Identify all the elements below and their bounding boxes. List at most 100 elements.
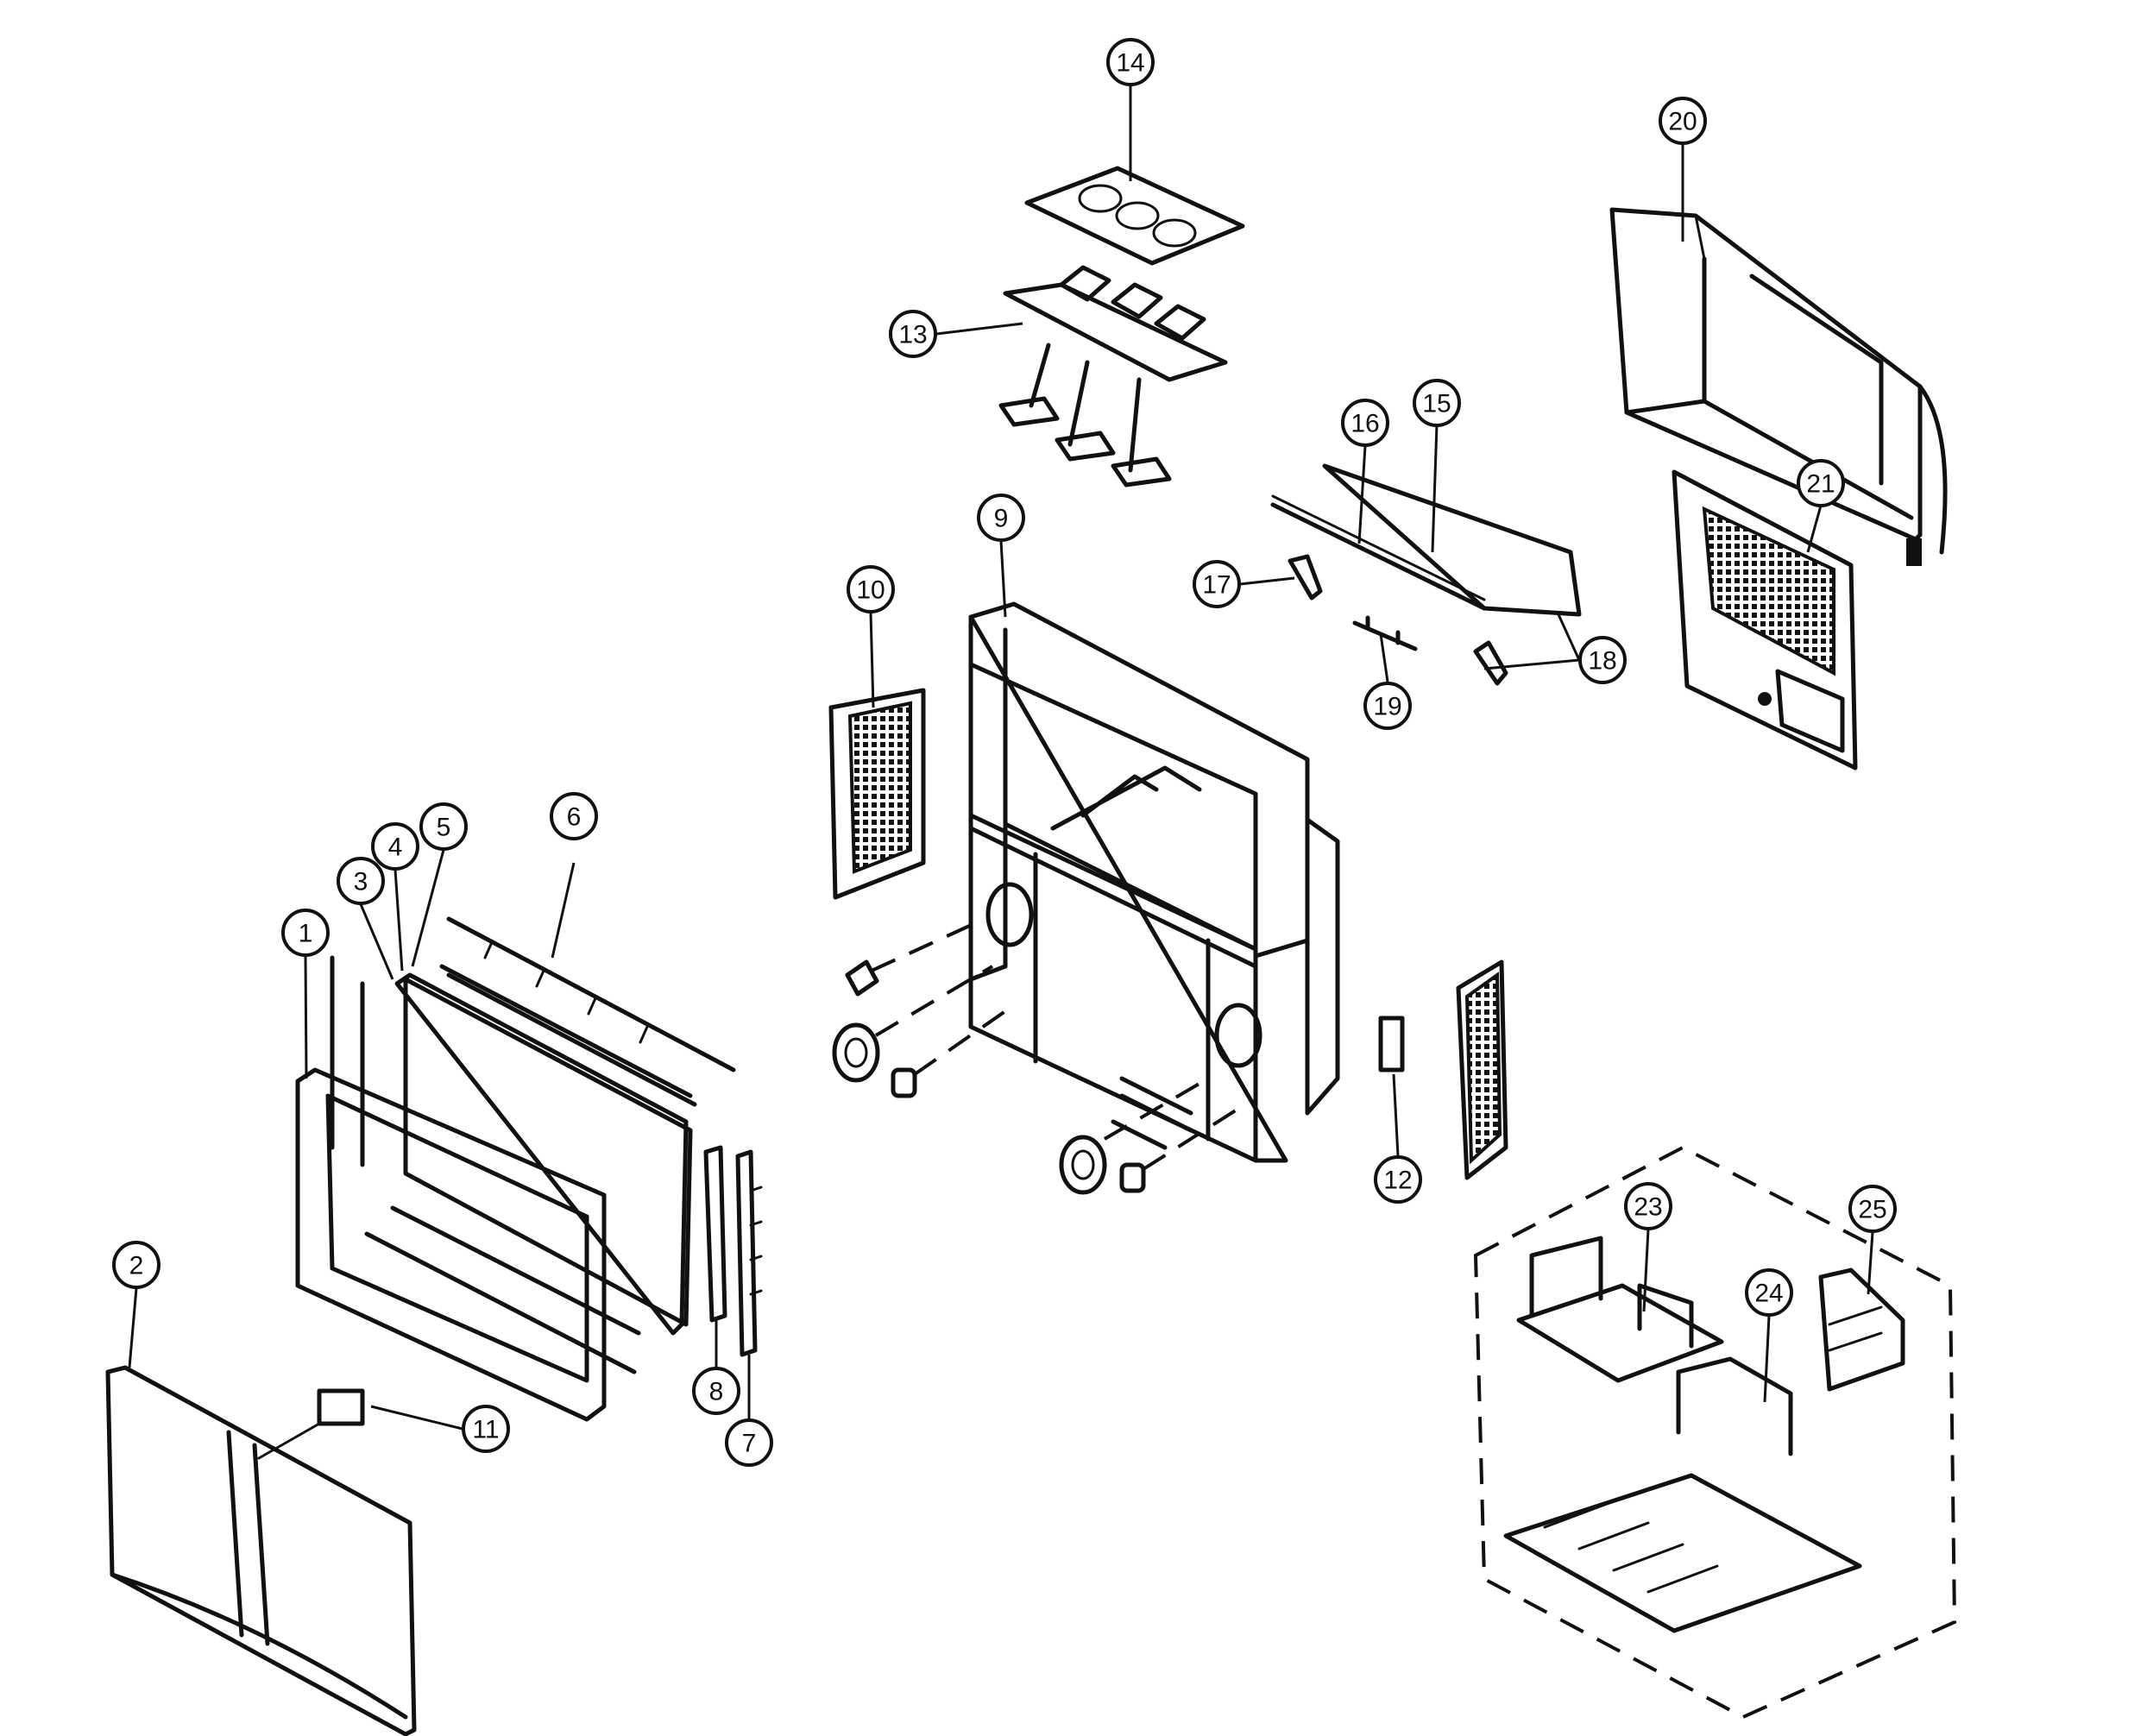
callout-number: 21 bbox=[1806, 470, 1835, 499]
callout-10: 10 bbox=[847, 565, 895, 613]
callout-circle bbox=[977, 494, 1025, 542]
callout-3: 3 bbox=[337, 857, 385, 905]
callout-circle bbox=[889, 310, 937, 358]
part-23-board bbox=[1516, 1236, 1724, 1383]
callout-circle bbox=[112, 1241, 161, 1289]
electronics-group bbox=[1473, 1145, 1957, 1720]
callout-number: 3 bbox=[354, 868, 368, 896]
callout-number: 7 bbox=[742, 1430, 757, 1458]
callout-circle bbox=[725, 1418, 773, 1467]
callout-number: 4 bbox=[388, 833, 403, 862]
speaker-parts-left bbox=[832, 921, 1016, 1098]
part-25-board bbox=[1818, 1267, 1905, 1392]
callout-13: 13 bbox=[889, 310, 937, 358]
callout-number: 19 bbox=[1373, 693, 1401, 721]
callout-circle bbox=[1363, 682, 1412, 730]
callout-number: 17 bbox=[1202, 571, 1231, 600]
callout-circle bbox=[847, 565, 895, 613]
callout-circle bbox=[550, 792, 598, 840]
part-8-side-strip bbox=[703, 1145, 727, 1323]
callout-number: 23 bbox=[1634, 1193, 1662, 1222]
leader-lines bbox=[128, 62, 1874, 1431]
part-18-bracket bbox=[1473, 640, 1508, 686]
callout-24: 24 bbox=[1745, 1268, 1793, 1317]
part-1-front-frame bbox=[295, 955, 641, 1422]
callout-15: 15 bbox=[1413, 379, 1461, 427]
callout-19: 19 bbox=[1363, 682, 1412, 730]
callout-circle bbox=[1341, 399, 1389, 447]
callout-number: 15 bbox=[1422, 390, 1451, 418]
callout-17: 17 bbox=[1193, 560, 1241, 608]
part-20-rear-cover bbox=[1609, 207, 1948, 566]
part-7-side-strip bbox=[735, 1149, 763, 1357]
callout-number: 25 bbox=[1858, 1196, 1886, 1224]
part-17-bracket bbox=[1288, 554, 1323, 601]
callout-number: 5 bbox=[437, 814, 451, 842]
callout-circle bbox=[371, 822, 419, 871]
callout-21: 21 bbox=[1797, 459, 1845, 507]
right-speaker-grille bbox=[1456, 959, 1508, 1180]
callout-number: 8 bbox=[709, 1378, 724, 1406]
callout-circle bbox=[419, 802, 468, 851]
callout-number: 10 bbox=[856, 576, 885, 605]
part-12-connector bbox=[1378, 1016, 1405, 1072]
callout-circle bbox=[1193, 560, 1241, 608]
callout-number: 9 bbox=[994, 505, 1009, 533]
callout-number: 16 bbox=[1351, 410, 1379, 438]
part-9-main-cabinet bbox=[968, 601, 1340, 1163]
callout-2: 2 bbox=[112, 1241, 161, 1289]
callout-1: 1 bbox=[281, 909, 330, 957]
callout-25: 25 bbox=[1848, 1185, 1897, 1233]
callout-number: 14 bbox=[1116, 49, 1144, 78]
callout-16: 16 bbox=[1341, 399, 1389, 447]
callout-circle bbox=[1797, 459, 1845, 507]
callout-circle bbox=[1624, 1182, 1672, 1230]
callout-number: 20 bbox=[1668, 108, 1697, 136]
callout-circle bbox=[1659, 97, 1707, 145]
callout-number: 2 bbox=[129, 1252, 144, 1280]
callout-number: 24 bbox=[1754, 1280, 1783, 1308]
part-19-bracket bbox=[1352, 615, 1418, 651]
part-13-crt-assembly bbox=[998, 265, 1228, 487]
callout-18: 18 bbox=[1578, 636, 1627, 684]
callout-11: 11 bbox=[462, 1405, 510, 1453]
callout-circle bbox=[1374, 1155, 1422, 1204]
callout-12: 12 bbox=[1374, 1155, 1422, 1204]
callout-20: 20 bbox=[1659, 97, 1707, 145]
callout-14: 14 bbox=[1106, 38, 1155, 86]
part-11-control-board bbox=[257, 1388, 365, 1460]
callout-5: 5 bbox=[419, 802, 468, 851]
callout-6: 6 bbox=[550, 792, 598, 840]
callout-circle bbox=[692, 1367, 740, 1415]
part-6-top-strip bbox=[439, 916, 736, 1107]
callout-9: 9 bbox=[977, 494, 1025, 542]
part-21-rear-panel bbox=[1672, 469, 1858, 771]
callout-circle bbox=[281, 909, 330, 957]
callout-number: 1 bbox=[299, 920, 313, 948]
speaker-parts-bottom bbox=[1059, 1077, 1240, 1195]
callout-number: 6 bbox=[567, 803, 582, 832]
part-2-front-bottom bbox=[105, 1365, 417, 1736]
callout-circle bbox=[1848, 1185, 1897, 1233]
callout-7: 7 bbox=[725, 1418, 773, 1467]
callout-number: 13 bbox=[898, 321, 927, 349]
callout-circle bbox=[462, 1405, 510, 1453]
callout-circle bbox=[1106, 38, 1155, 86]
callout-circle bbox=[1413, 379, 1461, 427]
callout-circle bbox=[337, 857, 385, 905]
callout-circle bbox=[1745, 1268, 1793, 1317]
callout-8: 8 bbox=[692, 1367, 740, 1415]
callout-23: 23 bbox=[1624, 1182, 1672, 1230]
part-14-lens-plate bbox=[1024, 166, 1245, 266]
part-10-speaker-grille bbox=[828, 688, 926, 900]
callout-number: 12 bbox=[1383, 1167, 1412, 1195]
part-24-board bbox=[1503, 1356, 1862, 1633]
callout-circle bbox=[1578, 636, 1627, 684]
callout-4: 4 bbox=[371, 822, 419, 871]
callout-number: 18 bbox=[1588, 647, 1616, 676]
callout-number: 11 bbox=[472, 1416, 499, 1444]
part-15-mirror bbox=[1270, 463, 1582, 617]
